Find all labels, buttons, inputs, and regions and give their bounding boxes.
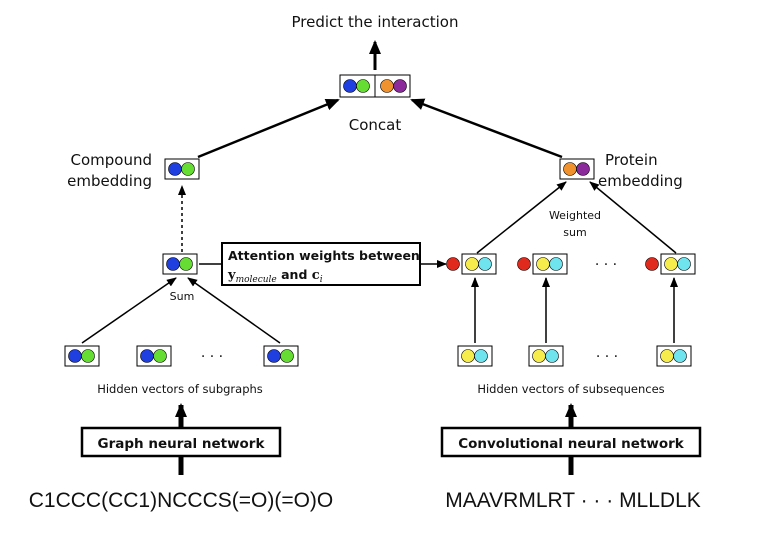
green-dot — [356, 79, 370, 93]
protein-sequence: MAAVRMLRT · · · MLLDLK — [445, 489, 701, 512]
subsequence-vector — [457, 345, 493, 367]
weighted-arrow-3 — [589, 181, 677, 254]
concat-vector — [339, 74, 411, 98]
cnn-label: Convolutional neural network — [458, 436, 685, 452]
attention-y: y — [227, 268, 236, 283]
protein-to-concat-arrow — [410, 98, 563, 159]
smiles-string: C1CCC(CC1)NCCCS(=O)(=O)O — [29, 489, 334, 512]
concat-label: Concat — [349, 116, 402, 134]
subgraph3-arrow — [187, 277, 281, 344]
title: Predict the interaction — [292, 13, 459, 31]
weighted-subsequence-vector — [517, 253, 568, 275]
attention-c-sub: i — [320, 275, 323, 285]
attention-label-line2: ymolecule and ci — [227, 267, 323, 285]
gnn-label: Graph neural network — [98, 436, 266, 452]
cnn-box: Convolutional neural network — [440, 426, 702, 458]
attention-box: Attention weights between ymolecule and … — [221, 242, 421, 286]
subsequence-vector — [528, 345, 564, 367]
protein-embedding-vector — [559, 158, 595, 180]
orange-dot — [380, 79, 394, 93]
weighted-subsequence-vector — [446, 253, 497, 275]
weight-dot — [517, 257, 531, 271]
attention-y-sub: molecule — [236, 275, 277, 285]
protein-embedding-label-2: embedding — [598, 172, 683, 190]
hidden-subgraphs-label: Hidden vectors of subgraphs — [97, 382, 263, 396]
subgraph-vector — [136, 345, 172, 367]
weighted-arrow-1 — [476, 181, 567, 254]
weighted-sum-label-2: sum — [563, 226, 586, 239]
weighted-sum-label-1: Weighted — [549, 209, 601, 222]
molecule-vector — [162, 253, 198, 275]
attention-and: and — [277, 267, 312, 282]
attention-label-line1: Attention weights between — [228, 248, 420, 263]
gnn-box: Graph neural network — [80, 426, 282, 458]
subsequence-vector — [656, 345, 692, 367]
compound-embedding-label-2: embedding — [67, 172, 152, 190]
subsequence-ellipsis: · · · — [596, 349, 618, 365]
purple-dot — [393, 79, 407, 93]
compound-embedding-label-1: Compound — [71, 151, 153, 169]
weight-dot — [645, 257, 659, 271]
compound-to-concat-arrow — [197, 98, 340, 159]
subgraph-vector — [64, 345, 100, 367]
protein-embedding-label-1: Protein — [605, 151, 658, 169]
subgraph-vector — [263, 345, 299, 367]
weight-dot — [446, 257, 460, 271]
attention-c: c — [312, 268, 320, 283]
subgraph-ellipsis: · · · — [201, 349, 223, 365]
sum-label: Sum — [170, 290, 195, 303]
compound-embedding-vector — [164, 158, 200, 180]
hidden-subsequences-label: Hidden vectors of subsequences — [477, 382, 664, 396]
weighted-ellipsis: · · · — [595, 257, 617, 273]
weighted-subsequence-vector — [645, 253, 696, 275]
blue-dot — [343, 79, 357, 93]
subgraph1-arrow — [81, 277, 177, 344]
